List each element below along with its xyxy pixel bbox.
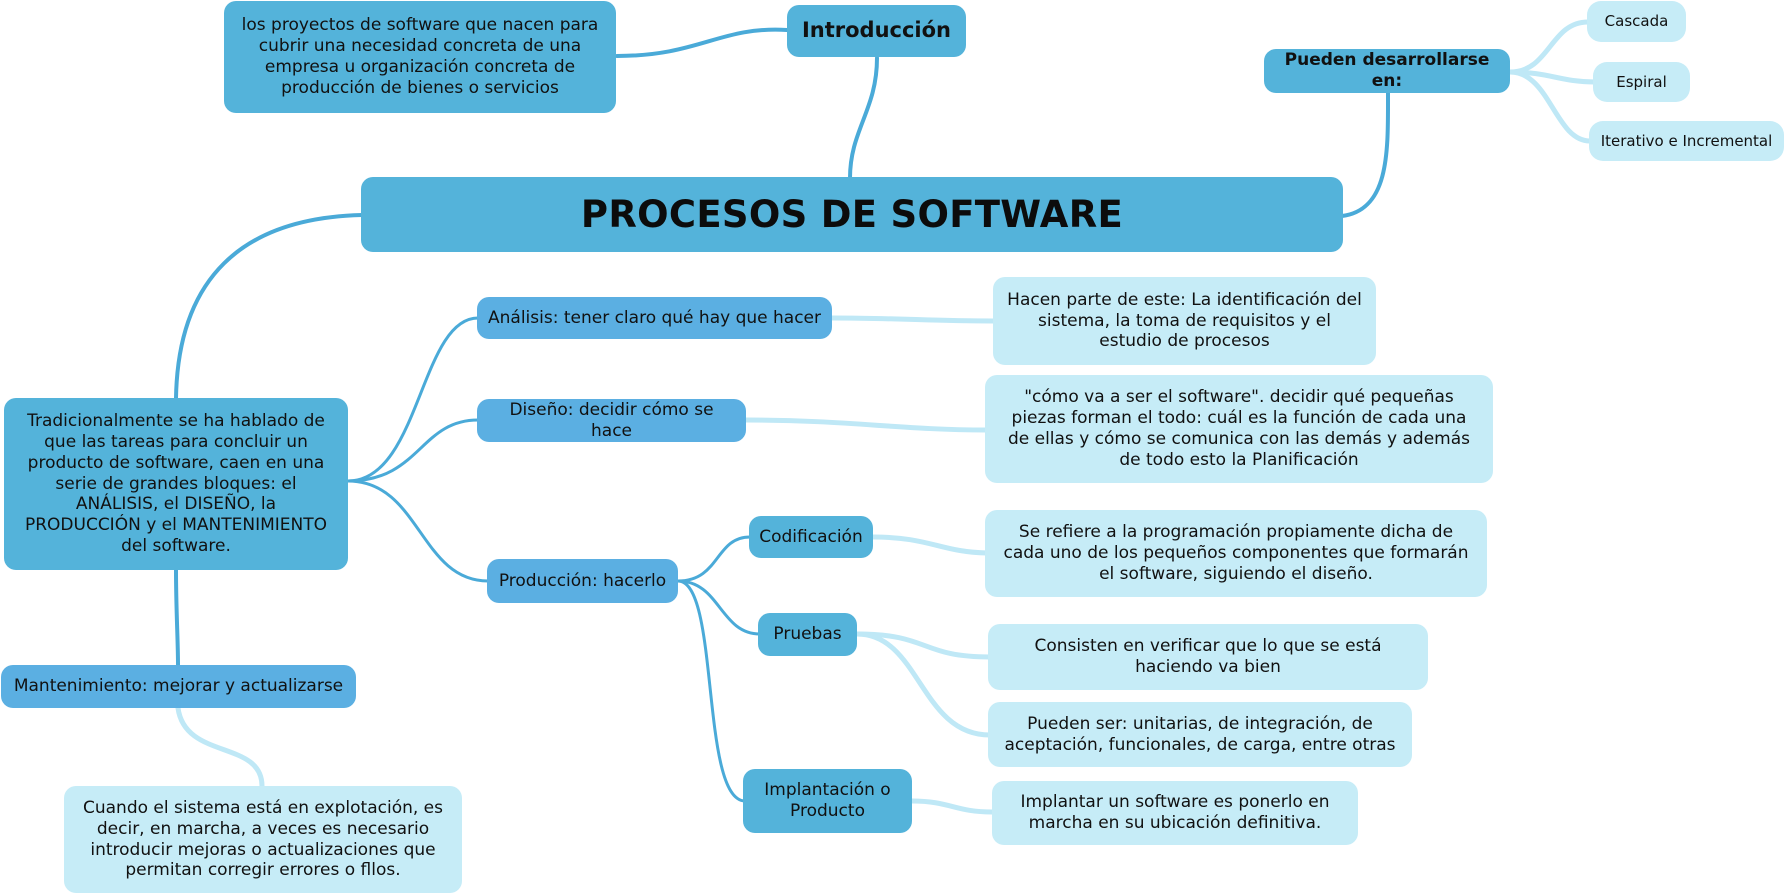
introduccion-node[interactable]: Introducción: [787, 5, 966, 57]
link-tradicional-diseno: [346, 418, 480, 483]
link-implantacion-detail: [909, 798, 995, 815]
implantacion-detail[interactable]: Implantar un software es ponerlo en marc…: [992, 781, 1358, 845]
link-produccion-pruebas: [676, 579, 762, 636]
pruebas-detail-2[interactable]: Pueden ser: unitarias, de integración, d…: [988, 702, 1412, 767]
mantenimiento-node[interactable]: Mantenimiento: mejorar y actualizarse: [1, 665, 356, 708]
pruebas-node[interactable]: Pruebas: [758, 613, 857, 656]
link-introduccion-text: [615, 27, 789, 58]
produccion-node[interactable]: Producción: hacerlo: [487, 559, 678, 603]
link-desarrollo-cascada: [1507, 19, 1591, 75]
link-central-desarrollo: [1340, 91, 1391, 218]
link-produccion-implantacion: [676, 579, 747, 803]
link-diseno-detail: [743, 417, 990, 433]
pruebas-detail-1[interactable]: Consisten en verificar que lo que se est…: [988, 624, 1428, 690]
desarrollo-item-espiral[interactable]: Espiral: [1593, 62, 1690, 102]
central-topic[interactable]: PROCESOS DE SOFTWARE: [361, 177, 1343, 252]
analisis-detail[interactable]: Hacen parte de este: La identificación d…: [993, 277, 1376, 365]
diseno-node[interactable]: Diseño: decidir cómo se hace: [477, 399, 746, 442]
link-tradicional-analisis: [346, 316, 480, 483]
link-tradicional-mantenimiento: [174, 568, 180, 667]
desarrollo-item-cascada[interactable]: Cascada: [1587, 1, 1686, 42]
tradicional-node[interactable]: Tradicionalmente se ha hablado de que la…: [4, 398, 348, 570]
analisis-node[interactable]: Análisis: tener claro qué hay que hacer: [477, 297, 832, 339]
link-pruebas-detail1: [854, 631, 993, 660]
codificacion-node[interactable]: Codificación: [749, 516, 873, 558]
link-codificacion-detail: [870, 534, 990, 556]
mantenimiento-detail[interactable]: Cuando el sistema está en explotación, e…: [64, 786, 462, 893]
link-produccion-codificacion: [676, 535, 752, 583]
link-mantenimiento-detail: [175, 705, 265, 789]
link-desarrollo-iterativo: [1507, 69, 1593, 144]
desarrollo-item-iterativo[interactable]: Iterativo e Incremental: [1589, 121, 1784, 161]
link-central-introduccion: [848, 56, 879, 180]
link-pruebas-detail2: [854, 631, 993, 738]
desarrollo-node[interactable]: Pueden desarrollarse en:: [1264, 49, 1510, 93]
link-analisis-detail: [829, 315, 996, 324]
diseno-detail[interactable]: "cómo va a ser el software". decidir qué…: [985, 375, 1493, 483]
introduccion-text[interactable]: los proyectos de software que nacen para…: [224, 1, 616, 113]
codificacion-detail[interactable]: Se refiere a la programación propiamente…: [985, 510, 1487, 597]
link-tradicional-produccion: [346, 479, 490, 583]
implantacion-node[interactable]: Implantación o Producto: [743, 769, 912, 833]
link-central-tradicional: [174, 213, 364, 400]
